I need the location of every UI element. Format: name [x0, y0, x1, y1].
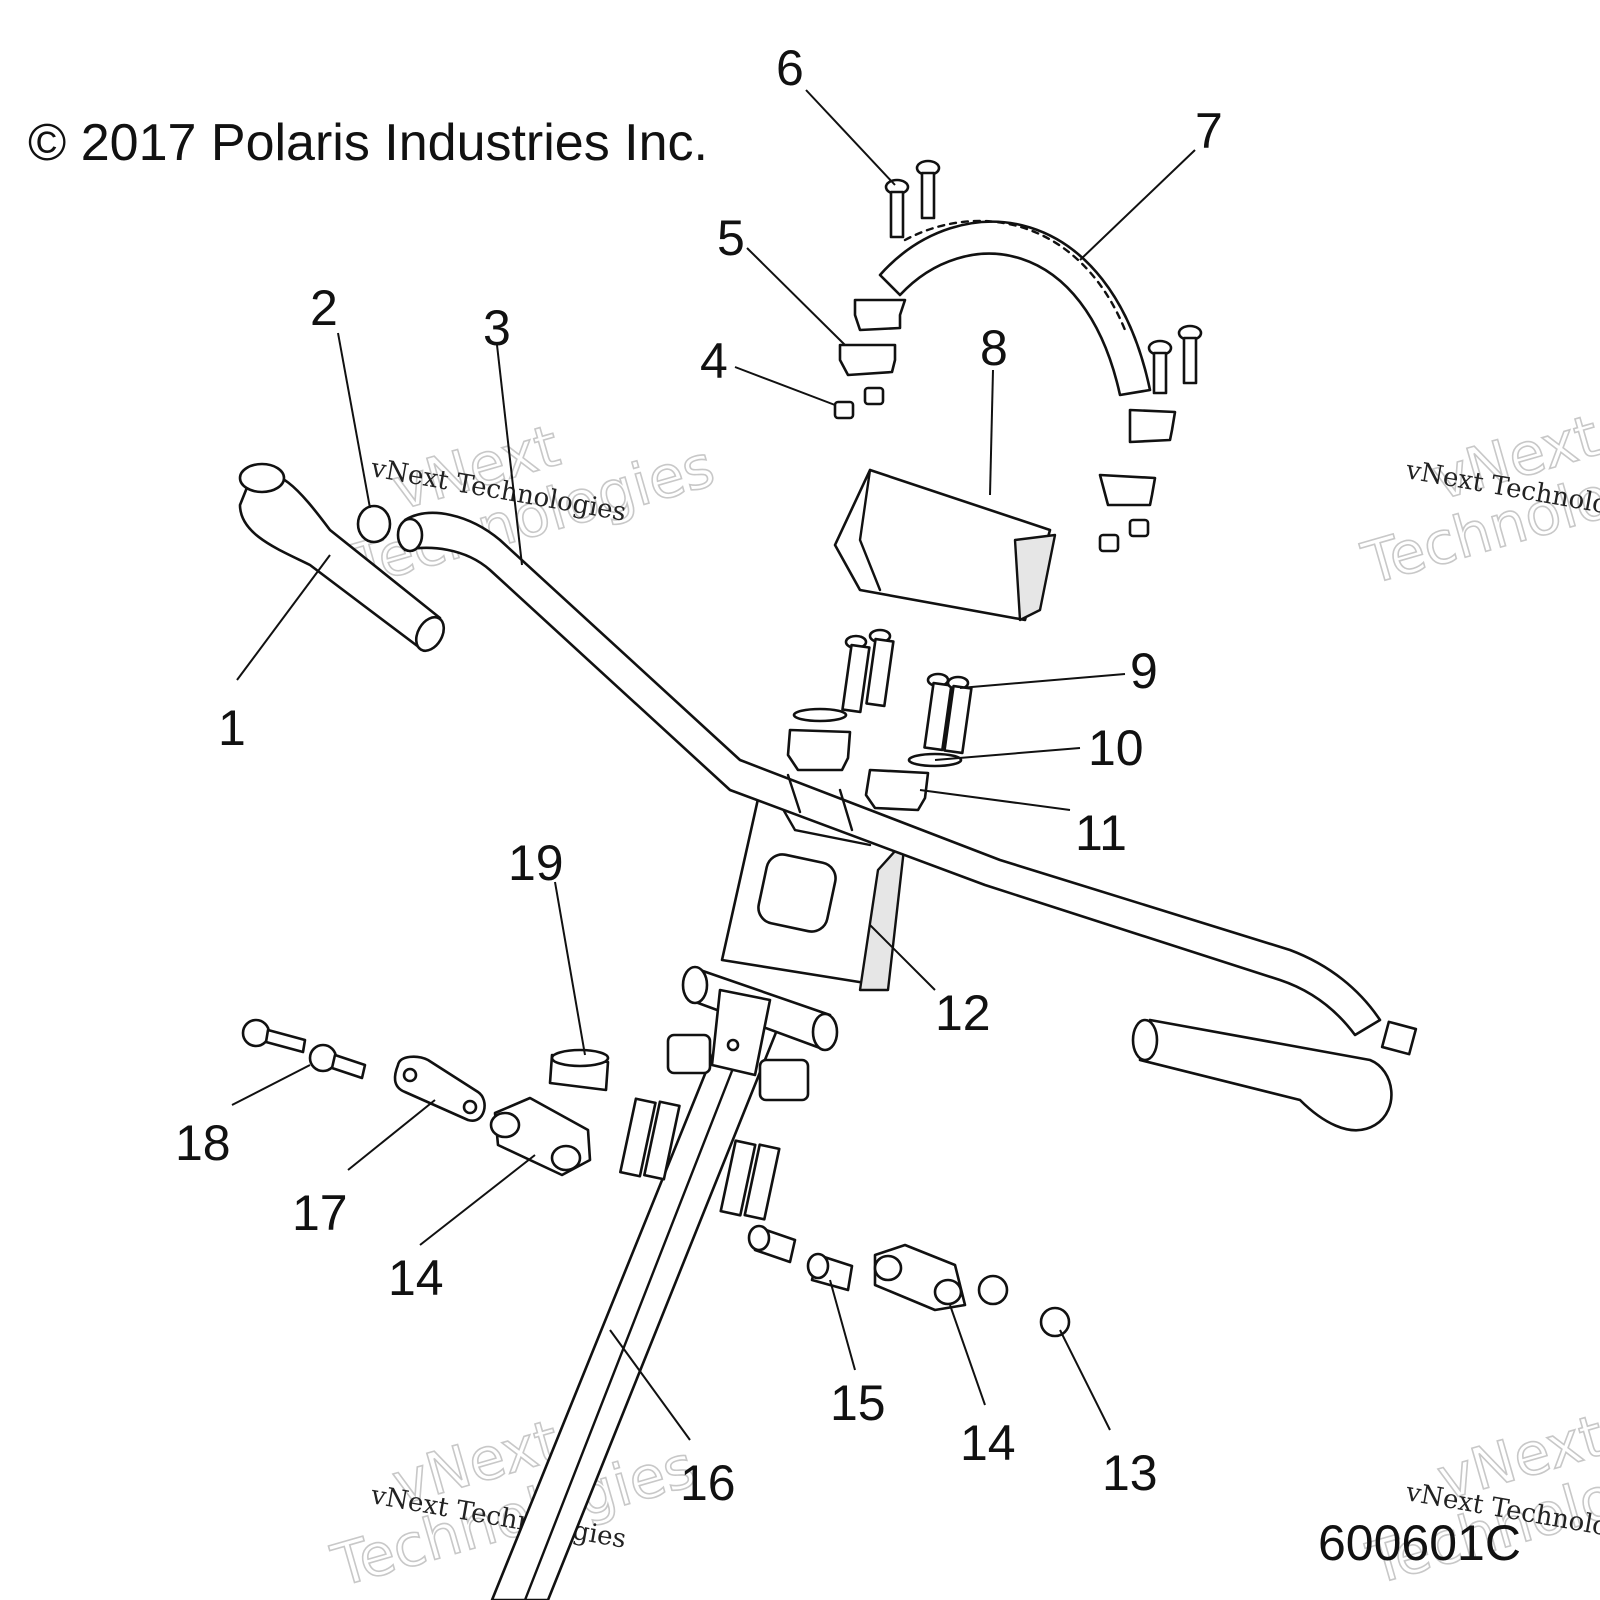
handlebar-pad — [833, 468, 1057, 622]
diagram-number: 600601C — [1318, 1515, 1521, 1571]
callout-6: 6 — [776, 40, 804, 96]
bracket-right — [873, 1243, 967, 1312]
callout-19: 19 — [508, 835, 564, 891]
shaft-clamp-right — [758, 1058, 810, 1102]
mount-bolt — [241, 1018, 307, 1054]
callout-8: 8 — [980, 320, 1008, 376]
screw — [1147, 339, 1173, 395]
callout-12: 12 — [935, 985, 991, 1041]
callout-7: 7 — [1195, 103, 1223, 159]
bolt — [865, 628, 895, 708]
washer — [792, 707, 848, 723]
callout-11: 11 — [1075, 805, 1127, 861]
bracket-left — [489, 1096, 592, 1177]
bushing — [806, 1252, 854, 1292]
callout-15: 15 — [830, 1375, 886, 1431]
callout-5: 5 — [717, 210, 745, 266]
callout-9: 9 — [1130, 643, 1158, 699]
callout-4: 4 — [700, 333, 728, 389]
nut — [1098, 533, 1120, 553]
left-grip — [238, 462, 446, 653]
left-end-cap — [356, 504, 392, 544]
callout-18: 18 — [175, 1115, 231, 1171]
bar-clamp-right — [864, 768, 930, 812]
shaft-bolt — [719, 1139, 757, 1217]
upper-clamp-left-top — [853, 298, 907, 332]
mount-plate — [393, 1055, 486, 1122]
handlebar — [396, 511, 1382, 1037]
grab-bar — [878, 219, 1152, 397]
upper-clamp-right-bottom — [1098, 473, 1157, 507]
upper-clamp-left-bottom — [838, 343, 897, 377]
spacer — [548, 1048, 610, 1092]
bolt — [943, 675, 973, 755]
nut — [1128, 518, 1150, 538]
bolt — [841, 634, 871, 714]
parts-layer — [238, 159, 1418, 1600]
mount-bolt — [308, 1043, 367, 1080]
bushing — [747, 1224, 797, 1264]
leader-lines — [231, 89, 1196, 1441]
shaft-clamp-left — [666, 1033, 712, 1075]
callout-14: 14 — [388, 1250, 444, 1306]
upper-mount-block — [720, 788, 907, 992]
callout-3: 3 — [483, 300, 511, 356]
callout-14: 14 — [960, 1415, 1016, 1471]
callout-1: 1 — [218, 700, 246, 756]
screw — [1177, 324, 1203, 385]
callout-10: 10 — [1088, 720, 1144, 776]
nut — [863, 386, 885, 406]
shaft-bolt — [743, 1143, 781, 1221]
right-end-cap — [1380, 1020, 1418, 1056]
callout-labels: 1 2 3 4 5 6 7 8 9 10 11 12 13 14 14 15 1… — [175, 40, 1223, 1511]
washer — [977, 1274, 1009, 1306]
screw — [884, 178, 910, 239]
callout-16: 16 — [680, 1455, 736, 1511]
shaft-bolt — [619, 1097, 657, 1178]
bar-clamp-left — [786, 728, 852, 772]
copyright-text: © 2017 Polaris Industries Inc. — [28, 114, 708, 172]
screw — [915, 159, 941, 220]
callout-17: 17 — [292, 1185, 348, 1241]
nut — [833, 400, 855, 420]
upper-clamp-right-top — [1128, 408, 1177, 444]
right-grip — [1131, 1018, 1393, 1132]
shaft-bolt — [643, 1100, 681, 1181]
nut — [1039, 1306, 1071, 1338]
callout-2: 2 — [310, 280, 338, 336]
callout-13: 13 — [1102, 1445, 1158, 1501]
shaft-cross-tube — [681, 965, 839, 1077]
